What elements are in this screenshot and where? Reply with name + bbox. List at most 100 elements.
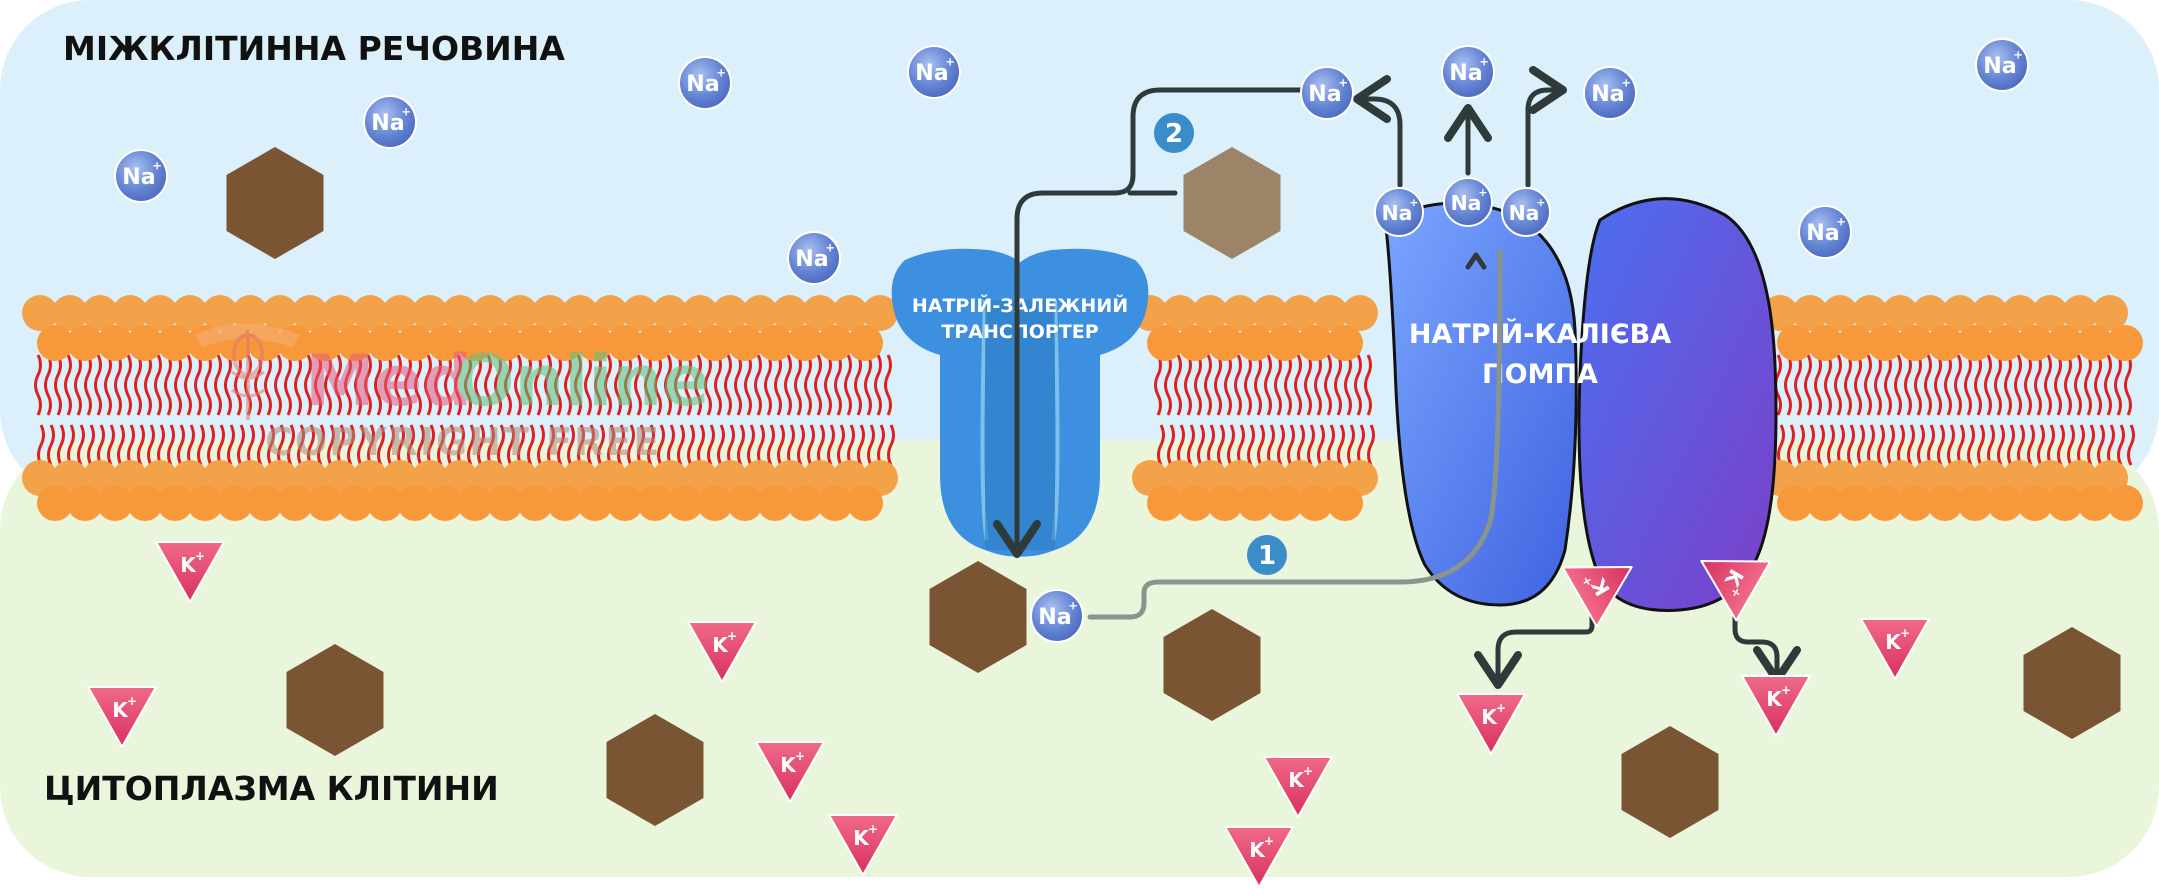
lipid-head [112,295,148,331]
sodium-ion: Na+ [114,149,168,203]
potassium-ion: K+ [1263,756,1333,818]
lipid-head [847,325,883,361]
lipid-head [217,485,253,521]
potassium-ion-charge: + [1496,701,1506,715]
lipid-head [637,325,673,361]
lipid-head [1927,325,1963,361]
lipid-head [1267,325,1303,361]
lipid-head [1867,325,1903,361]
potassium-ion: K+ [1561,566,1633,628]
potassium-ion-label: K [180,553,197,577]
potassium-ion: K+ [1224,826,1294,888]
sodium-ion-charge: + [1536,196,1545,209]
potassium-ion-charge: + [795,749,805,763]
potassium-ion-charge: + [127,694,137,708]
lipid-head [1987,485,2023,521]
lipid-head [682,295,718,331]
potassium-ion-label: K [1766,687,1783,711]
lipid-bilayer [22,295,2143,521]
lipid-head [1777,485,1813,521]
lipid-head [562,295,598,331]
sodium-ion-charge: + [945,55,955,69]
lipid-head [1177,485,1213,521]
sodium-ion-label: Na [1038,604,1071,630]
potassium-ion-charge: + [195,549,205,563]
lipid-head [1807,485,1843,521]
lipid-head [697,325,733,361]
glucose-molecule [2023,627,2121,739]
glucose-molecule [929,561,1027,673]
pump-label-line1: НАТРІЙ-КАЛІЄВА [1409,318,1671,350]
lipid-head [1237,325,1273,361]
potassium-ion-label: K [1481,705,1498,729]
lipid-head [2077,485,2113,521]
lipid-head [1837,325,1873,361]
lipid-head [502,295,538,331]
sodium-ion: Na+ [363,95,417,149]
lipid-head [1252,295,1288,331]
step-badge-1: 1 [1247,535,1287,575]
sodium-ion-label: Na [1449,60,1482,86]
lipid-head [637,485,673,521]
step1-arrowhead [1465,252,1487,270]
lipid-head [592,295,628,331]
lipid-head [1957,485,1993,521]
lipid-head [577,485,613,521]
lipid-head [1912,295,1948,331]
lipid-head [1837,485,1873,521]
lipid-head [37,485,73,521]
lipid-head [457,325,493,361]
lipid-head [1282,295,1318,331]
lipid-head [127,325,163,361]
pump-k-in-right [1732,602,1801,684]
sodium-ion: Na+ [787,231,841,285]
lipid-head [427,325,463,361]
lipid-head [2107,325,2143,361]
lipid-head [817,325,853,361]
glucose-molecules [226,147,2121,838]
lipid-head [802,295,838,331]
watermark-copyright: COPYRIGHT FREE [265,420,661,464]
potassium-ion: K+ [1860,618,1930,680]
lipid-head [172,295,208,331]
glucose-molecule [1163,609,1261,721]
step-badge-2-label: 2 [1165,119,1183,149]
lipid-head [472,295,508,331]
lipid-head [607,325,643,361]
lipid-head [1207,325,1243,361]
step1-sodium-path [1087,249,1503,620]
lipid-head [337,485,373,521]
lipid-head [667,325,703,361]
lipid-head [1867,485,1903,521]
lipid-head [277,485,313,521]
lipid-head [1957,325,1993,361]
potassium-ion-label: K [1885,630,1902,654]
glucose-molecule [606,714,704,826]
lipid-head [547,485,583,521]
transport-pathways [993,66,1801,689]
sodium-ion-charge: + [716,66,726,80]
sodium-ion-label: Na [1591,81,1624,107]
lipid-head [742,295,778,331]
sodium-ion-charge: + [1479,55,1489,69]
potassium-ions: K+K+K+K+K+K+K+K+K+K+K+K+ [87,541,1930,888]
sodium-ion-label: Na [1382,201,1413,225]
pump-na-out-right [1525,66,1567,188]
lipid-head [352,295,388,331]
extracellular-label: МІЖКЛІТИННА РЕЧОВИНА [63,29,565,68]
potassium-ion-charge: + [1264,834,1274,848]
sodium-ion-charge: + [825,241,835,255]
lipid-head [307,325,343,361]
lipid-head [757,485,793,521]
lipid-head [547,325,583,361]
lipid-head [1327,485,1363,521]
lipid-head [697,485,733,521]
lipid-head [652,295,688,331]
lipid-head [757,325,793,361]
potassium-ion-charge: + [727,629,737,643]
lipid-head [2107,485,2143,521]
potassium-ion-charge: + [1303,764,1313,778]
lipid-head [202,295,238,331]
lipid-head [787,325,823,361]
potassium-ion-label: K [712,633,729,657]
